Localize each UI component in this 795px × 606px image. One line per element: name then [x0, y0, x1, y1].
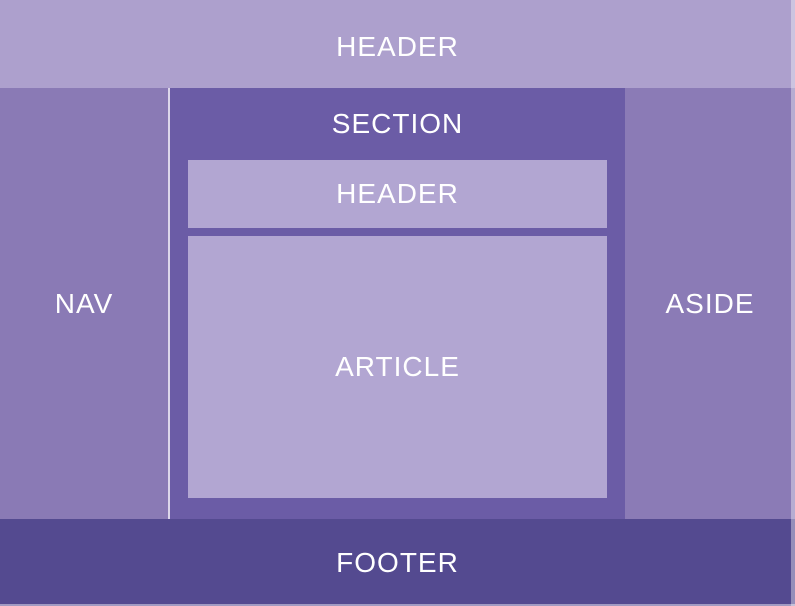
- aside-region-label: ASIDE: [665, 287, 755, 319]
- article-region: ARTICLE: [188, 236, 607, 498]
- section-header-region: HEADER: [188, 160, 607, 228]
- footer-region-label: FOOTER: [336, 546, 459, 578]
- middle-row: NAV SECTION HEADER ARTICLE ASIDE: [0, 88, 795, 519]
- section-region: SECTION HEADER ARTICLE: [170, 88, 625, 519]
- nav-region-label: NAV: [54, 287, 114, 319]
- section-region-label: SECTION: [331, 108, 464, 139]
- section-header-label: HEADER: [336, 178, 459, 209]
- article-region-label: ARTICLE: [335, 351, 460, 382]
- header-region: HEADER: [0, 0, 795, 88]
- footer-region: FOOTER: [0, 519, 795, 606]
- aside-region: ASIDE: [625, 88, 795, 519]
- nav-region: NAV: [0, 88, 170, 519]
- header-region-label: HEADER: [336, 31, 459, 62]
- section-title-area: SECTION: [170, 88, 625, 160]
